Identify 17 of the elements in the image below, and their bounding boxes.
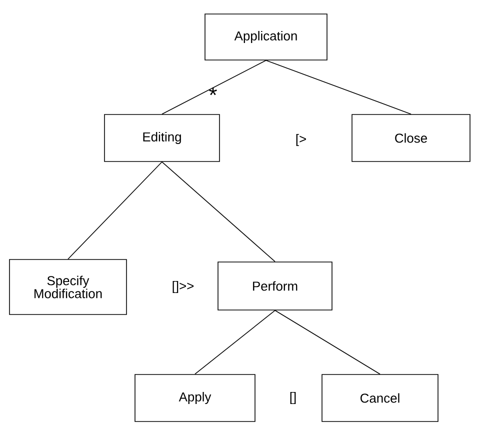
connector-line xyxy=(274,310,380,374)
task-box: Cancel xyxy=(322,374,438,422)
connector-line xyxy=(266,60,412,114)
task-box: Close xyxy=(352,114,470,162)
operator-label: [] xyxy=(290,392,296,404)
task-box: Apply xyxy=(134,374,256,422)
operator-symbol: * xyxy=(209,87,217,96)
task-box: Specify Modification xyxy=(9,259,127,315)
connector-line xyxy=(162,60,266,114)
task-box: Perform xyxy=(218,262,332,310)
connector-line xyxy=(194,310,276,374)
operator-label: []>> xyxy=(172,280,194,294)
connector-line xyxy=(162,162,276,262)
task-box: Editing xyxy=(104,114,220,162)
connector-line xyxy=(68,162,162,260)
task-box: Application xyxy=(204,14,328,60)
operator-label: [> xyxy=(296,134,306,146)
